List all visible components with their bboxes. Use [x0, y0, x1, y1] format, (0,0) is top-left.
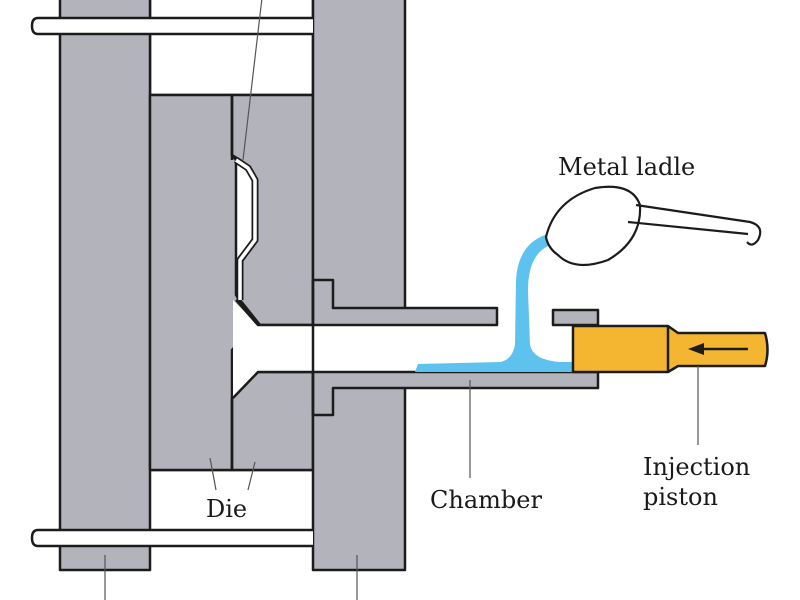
metal-ladle	[544, 185, 762, 267]
label-die: Die	[206, 495, 247, 523]
ladle-bowl	[544, 185, 642, 267]
lower-die-opening	[150, 470, 313, 532]
leader-lines	[104, 0, 699, 600]
chamber-upper-wall	[311, 278, 499, 327]
cavity-leader	[242, 0, 263, 161]
die-leader-right	[247, 461, 256, 491]
direction-arrow-icon	[688, 343, 748, 355]
tie-rod-top	[30, 16, 313, 36]
cover-die-half	[230, 93, 315, 327]
ejector-platen	[58, 0, 152, 572]
injection-piston	[571, 324, 769, 374]
label-piston: piston	[643, 483, 718, 511]
label-metal-ladle: Metal ladle	[558, 153, 695, 181]
die-leader-left	[209, 457, 217, 491]
upper-die-opening	[148, 0, 315, 97]
label-injection: Injection	[643, 453, 750, 481]
label-chamber: Chamber	[430, 486, 542, 514]
runner-channel	[233, 300, 420, 398]
chamber-top-stub	[551, 308, 600, 327]
die-cavity-fill	[235, 158, 257, 300]
tie-rod-bottom	[30, 528, 313, 548]
ladle-handle	[627, 203, 762, 246]
